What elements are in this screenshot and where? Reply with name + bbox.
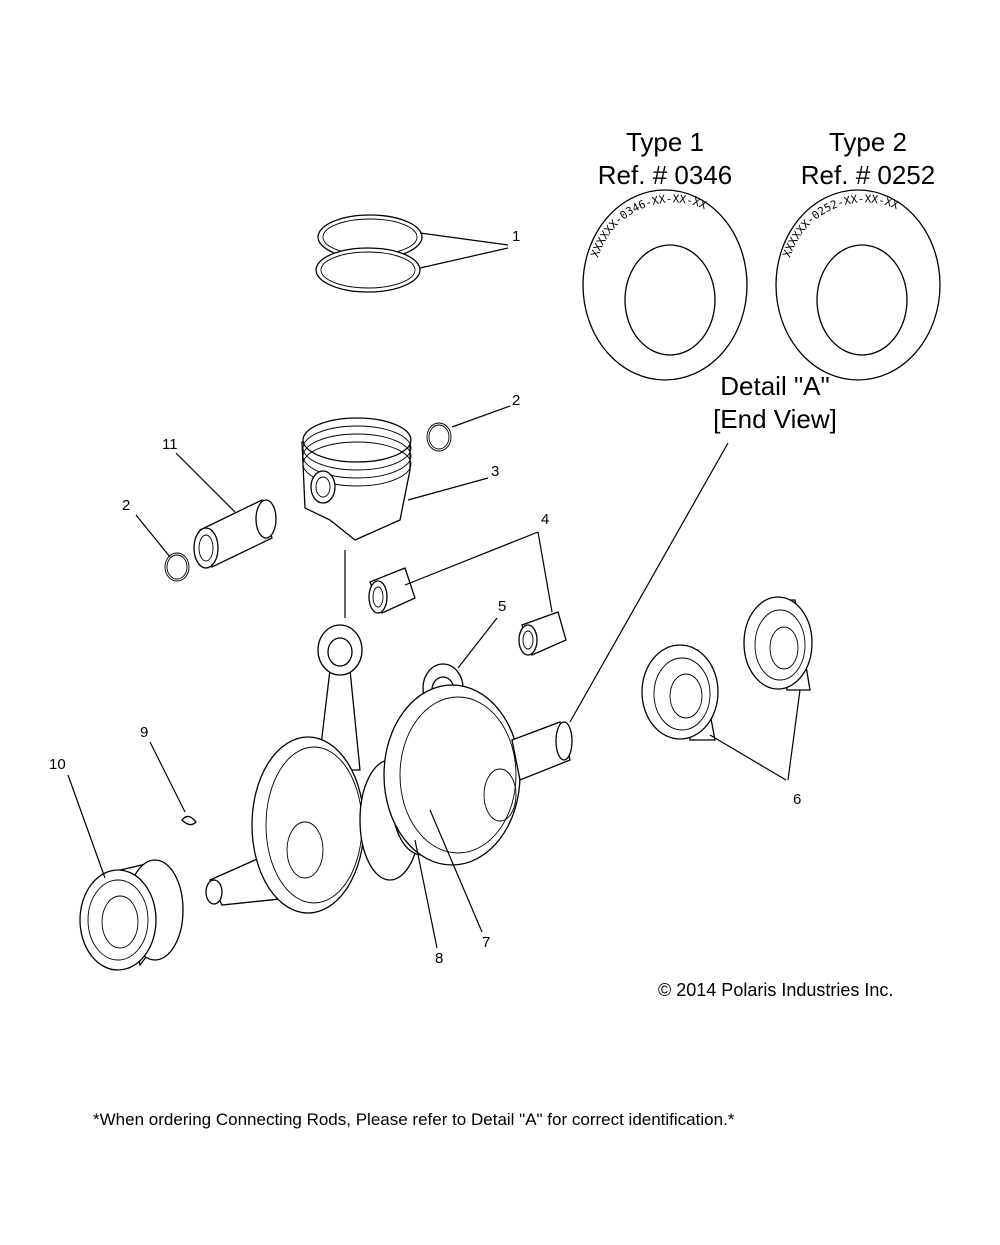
wrist-pin [193,499,277,569]
needle-bearing-2 [518,611,567,656]
callout-2-left: 2 [122,497,131,514]
detail-washer-type2: XXXXXX-0252-XX-XX-XX [775,189,941,381]
callout-1: 1 [512,228,521,245]
callout-9: 9 [140,724,149,741]
seal-1 [641,644,719,741]
type2-ref-text: Ref. # 0252 [800,160,936,190]
footnote-text: *When ordering Connecting Rods, Please r… [93,1110,735,1129]
callout-11: 11 [162,436,178,453]
detail-washer-type1: XXXXXX-0346-XX-XX-XX [0,0,748,381]
piston [301,417,412,541]
connecting-rod-1 [317,624,363,771]
callout-10: 10 [49,756,66,773]
type1-title-text: Type 1 [625,127,705,157]
needle-bearing-1 [368,567,416,614]
callout-2-right: 2 [512,392,521,409]
detail-caption-line2: [End View] [713,404,837,434]
callout-6: 6 [793,791,802,808]
callout-4: 4 [541,511,550,528]
crankshaft [205,684,573,914]
type2-title: Type 2 Ref. # 0252 [786,126,950,192]
callout-8: 8 [435,950,444,967]
detail-caption-line1: Detail "A" [720,371,830,401]
detail-caption: Detail "A" [End View] [690,370,860,436]
callout-5: 5 [498,598,507,615]
main-bearing [79,859,184,971]
woodruff-key [181,815,197,826]
callout-7: 7 [482,934,491,951]
type1-title: Type 1 Ref. # 0346 [585,126,745,192]
seal-2 [743,596,813,691]
type2-title-text: Type 2 [828,127,908,157]
copyright-text: © 2014 Polaris Industries Inc. [658,980,894,1000]
type1-marking: XXXXXX-0346-XX-XX-XX [0,0,133,3]
circlip-left [164,552,190,582]
circlip-right [426,422,452,452]
callout-3: 3 [491,463,500,480]
type1-ref-text: Ref. # 0346 [597,160,733,190]
piston-rings [315,214,423,293]
